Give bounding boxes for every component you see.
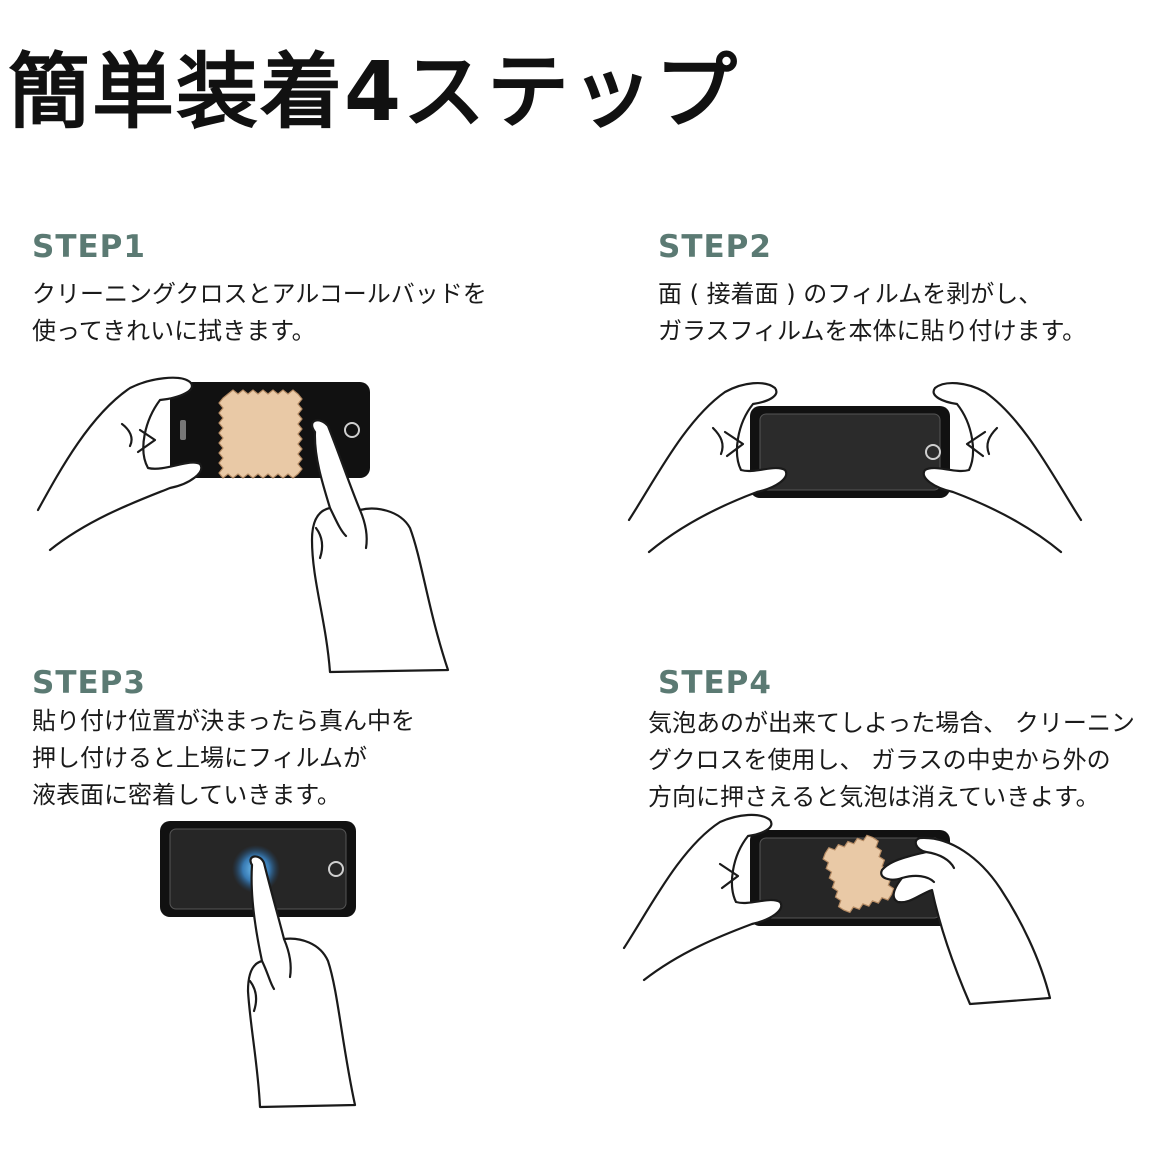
pointing-hand-icon xyxy=(310,419,450,674)
step2-line-2: ガラスフィルムを本体に貼り付けます。 xyxy=(658,317,1087,345)
step2-description: 面 ( 接着面 ) のフィルムを剥がし、 ガラスフィルムを本体に貼り付けます。 xyxy=(658,276,1086,350)
cleaning-cloth-icon xyxy=(822,834,895,914)
wiping-hand-icon xyxy=(880,836,1052,1006)
step2-line-1: 面 ( 接着面 ) のフィルムを剥がし、 xyxy=(658,280,1043,308)
step2-illustration xyxy=(625,370,1085,560)
page-title: 簡単装着4ステップ xyxy=(8,45,740,140)
left-hand-icon xyxy=(627,382,788,554)
step4-line-3: 方向に押さえると気泡は消えていきよす。 xyxy=(648,783,1100,811)
step1-label: STEP1 xyxy=(32,229,146,265)
step3-line-2: 押し付けると上場にフィルムが xyxy=(32,744,368,772)
step2-label: STEP2 xyxy=(658,229,772,265)
step4-line-2: グクロスを使用し、 ガラスの中史から外の xyxy=(648,746,1111,774)
left-hand-icon xyxy=(622,813,783,982)
right-hand-icon xyxy=(922,382,1083,554)
step1-line-1: クリーニングクロスとアルコールバッドを xyxy=(32,280,487,308)
step1-description: クリーニングクロスとアルコールバッドを 使ってきれいに拭きます。 xyxy=(32,276,487,350)
step3-line-3: 液表面に密着していきます。 xyxy=(32,781,341,809)
step3-description: 貼り付け位置が決まったら真ん中を 押し付けると上場にフィルムが 液表面に密着して… xyxy=(32,703,415,814)
step4-label: STEP4 xyxy=(658,665,772,701)
phone-icon xyxy=(750,406,950,498)
step4-illustration xyxy=(620,808,1070,1008)
step1-illustration xyxy=(30,360,470,690)
step3-illustration xyxy=(150,815,390,1115)
step1-line-2: 使ってきれいに拭きます。 xyxy=(32,317,316,345)
pointing-hand-icon xyxy=(246,855,357,1109)
step3-label: STEP3 xyxy=(32,665,146,701)
step3-line-1: 貼り付け位置が決まったら真ん中を xyxy=(32,707,416,735)
step4-line-1: 気泡あのが出来てしよった場合、 クリーニン xyxy=(648,709,1135,737)
left-hand-icon xyxy=(36,376,203,552)
cleaning-cloth-icon xyxy=(218,389,303,479)
step4-description: 気泡あのが出来てしよった場合、 クリーニン グクロスを使用し、 ガラスの中史から… xyxy=(648,705,1135,816)
